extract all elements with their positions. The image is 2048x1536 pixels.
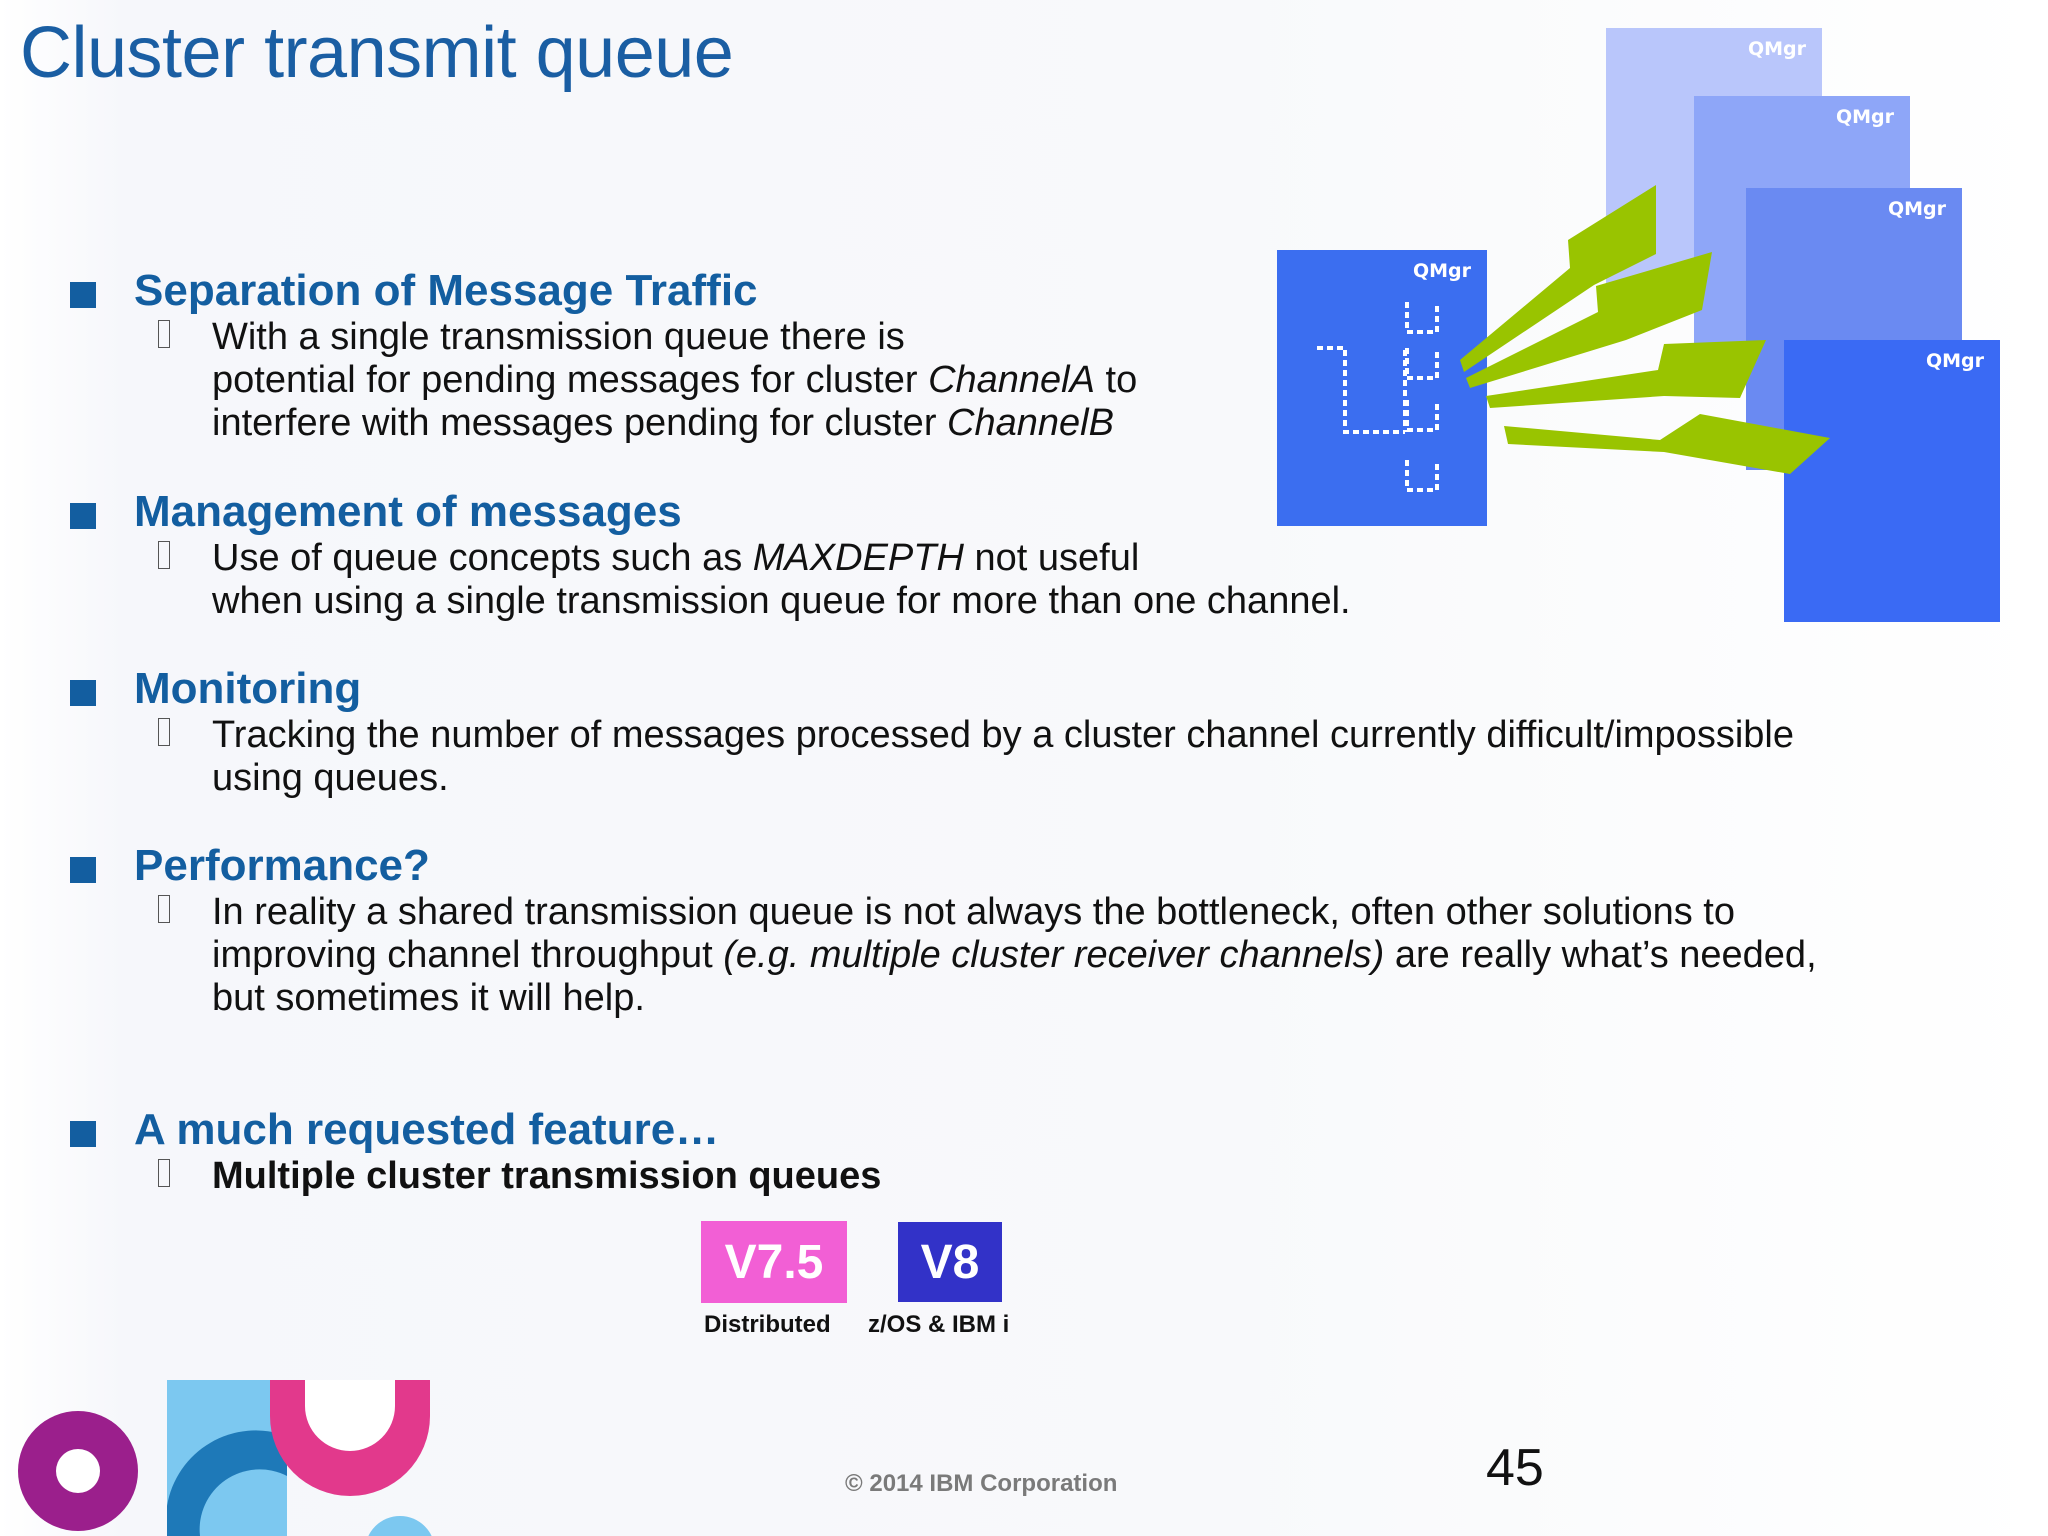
sub-bullet-line: With a single transmission queue there i…	[212, 316, 1137, 359]
qmgr-box-main: QMgr	[1277, 250, 1487, 526]
version-badge-label: V8	[920, 1235, 980, 1289]
sub-bullet-text: Multiple cluster transmission queues	[212, 1155, 881, 1198]
qmgr-label: QMgr	[1412, 260, 1471, 282]
sub-bullet-text: In reality a shared transmission queue i…	[212, 891, 1817, 1020]
bullet-square-icon	[70, 282, 96, 308]
bullet-square-icon	[70, 680, 96, 706]
slide-title: Cluster transmit queue	[20, 13, 734, 93]
sub-bullet-marker-icon	[158, 320, 170, 348]
text-run: using queues.	[212, 757, 449, 799]
text-run: In reality a shared transmission queue i…	[212, 891, 1735, 933]
qmgr-label: QMgr	[1925, 350, 1984, 372]
version-badge-v8: V8	[898, 1222, 1002, 1302]
decorative-logo-graphic	[18, 1380, 432, 1536]
sub-bullet-marker-icon	[158, 541, 170, 569]
sub-bullet-text: With a single transmission queue there i…	[212, 316, 1137, 445]
text-run: potential for pending messages for clust…	[212, 359, 929, 401]
text-run: interfere with messages pending for clus…	[212, 402, 948, 444]
text-run: when using a single transmission queue f…	[212, 580, 1351, 622]
text-run: Use of queue concepts such as	[212, 537, 753, 579]
qmgr-box-front: QMgr	[1784, 340, 2000, 622]
sub-bullet-text: Use of queue concepts such as MAXDEPTH n…	[212, 537, 1351, 623]
bullet-heading: Performance?	[134, 841, 430, 890]
text-run: to	[1094, 359, 1138, 401]
sub-bullet-line: interfere with messages pending for clus…	[212, 402, 1137, 445]
sub-bullet-line: improving channel throughput (e.g. multi…	[212, 934, 1817, 977]
version-badge-caption: z/OS & IBM i	[868, 1311, 1010, 1338]
text-run: Tracking the number of messages processe…	[212, 714, 1794, 756]
transmission-queues-icon	[1317, 302, 1439, 492]
bullet-square-icon	[70, 503, 96, 529]
sub-bullet-line: Multiple cluster transmission queues	[212, 1155, 881, 1198]
bullet-heading: Separation of Message Traffic	[134, 266, 758, 315]
qmgr-label: QMgr	[1747, 38, 1806, 60]
text-run: ChannelA	[928, 359, 1095, 401]
sub-bullet-line: but sometimes it will help.	[212, 977, 1817, 1020]
text-run: (e.g. multiple cluster receiver channels…	[723, 934, 1385, 976]
sub-bullet-marker-icon	[158, 895, 170, 923]
text-run: ChannelB	[947, 402, 1114, 444]
sub-bullet-line: In reality a shared transmission queue i…	[212, 891, 1817, 934]
bullet-square-icon	[70, 1121, 96, 1147]
bullet-heading: A much requested feature…	[134, 1105, 720, 1154]
bullet-heading: Management of messages	[134, 487, 682, 536]
bullet-square-icon	[70, 857, 96, 883]
sub-bullet-marker-icon	[158, 1159, 170, 1187]
bullet-heading: Monitoring	[134, 664, 362, 713]
sub-bullet-line: potential for pending messages for clust…	[212, 359, 1137, 402]
sub-bullet-line: Tracking the number of messages processe…	[212, 714, 1794, 757]
qmgr-label: QMgr	[1835, 106, 1894, 128]
text-run: With a single transmission queue there i…	[212, 316, 905, 358]
version-badge-label: V7.5	[724, 1235, 824, 1289]
page-number: 45	[1486, 1439, 1544, 1497]
text-run: MAXDEPTH	[752, 537, 964, 579]
sub-bullet-line: Use of queue concepts such as MAXDEPTH n…	[212, 537, 1351, 580]
text-run: Multiple cluster transmission queues	[212, 1155, 882, 1197]
version-badge-v75: V7.5	[701, 1221, 847, 1303]
sub-bullet-line: using queues.	[212, 757, 1794, 800]
sub-bullet-text: Tracking the number of messages processe…	[212, 714, 1794, 800]
text-run: not useful	[963, 537, 1140, 579]
text-run: improving channel throughput	[212, 934, 724, 976]
sub-bullet-marker-icon	[158, 718, 170, 746]
qmgr-label: QMgr	[1887, 198, 1946, 220]
version-badge-caption: Distributed	[704, 1311, 831, 1338]
text-run: are really what’s needed,	[1384, 934, 1817, 976]
sub-bullet-line: when using a single transmission queue f…	[212, 580, 1351, 623]
text-run: but sometimes it will help.	[212, 977, 645, 1019]
copyright-text: © 2014 IBM Corporation	[845, 1470, 1118, 1497]
